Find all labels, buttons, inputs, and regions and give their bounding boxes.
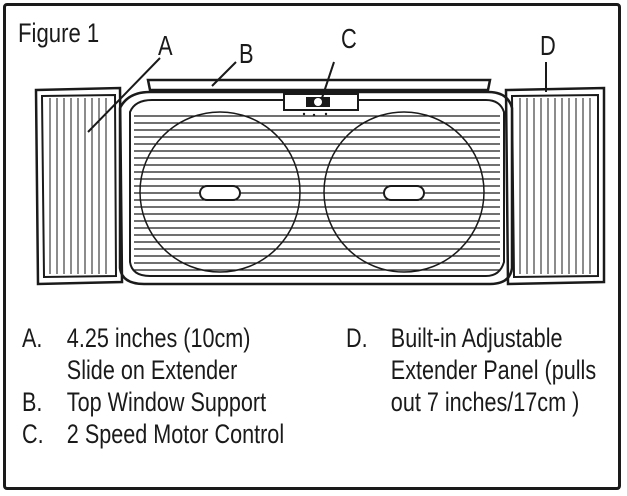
- legend-item-b: B. Top Window Support: [22, 386, 284, 418]
- front-grille: [134, 115, 500, 271]
- callout-c: C: [341, 23, 357, 54]
- figure-frame: [3, 3, 621, 490]
- legend-key-d: D.: [346, 323, 368, 353]
- legend-key-a: A.: [22, 323, 43, 353]
- fan-body: [118, 90, 514, 286]
- callout-d: D: [540, 30, 556, 61]
- legend-text-a-line2: Slide on Extender: [66, 355, 238, 385]
- legend-text-c: 2 Speed Motor Control: [66, 419, 285, 449]
- legend-text-b: Top Window Support: [66, 387, 267, 417]
- legend-key-b: B.: [22, 387, 43, 417]
- legend-item-d: D. Built-in Adjustable: [346, 322, 596, 354]
- left-fan-hub: [199, 185, 241, 201]
- figure-title: Figure 1: [18, 18, 100, 48]
- callout-b: B: [239, 38, 254, 69]
- legend-item-a: A. 4.25 inches (10cm): [22, 322, 284, 354]
- right-fan-hub: [383, 185, 425, 201]
- callout-a: A: [158, 30, 173, 61]
- callout-leaders: [87, 57, 547, 133]
- legend-left: A. 4.25 inches (10cm) Slide on Extender …: [22, 322, 284, 450]
- legend-text-d-line2: Extender Panel (pulls: [390, 355, 597, 385]
- legend-text-a-line1: 4.25 inches (10cm): [66, 323, 251, 353]
- legend-item-c: C. 2 Speed Motor Control: [22, 418, 284, 450]
- left-extender-panel: [34, 86, 124, 286]
- right-extender-panel: [504, 86, 606, 286]
- legend-key-c: C.: [22, 419, 44, 449]
- legend-text-d-line1: Built-in Adjustable: [390, 323, 563, 353]
- right-fan-ring: [323, 111, 485, 273]
- motor-control-knob: [283, 93, 359, 117]
- left-fan-ring: [139, 111, 301, 273]
- legend-text-d-line3: out 7 inches/17cm ): [390, 387, 580, 417]
- top-window-support: [146, 78, 492, 92]
- legend-right: D. Built-in Adjustable Extender Panel (p…: [346, 322, 596, 418]
